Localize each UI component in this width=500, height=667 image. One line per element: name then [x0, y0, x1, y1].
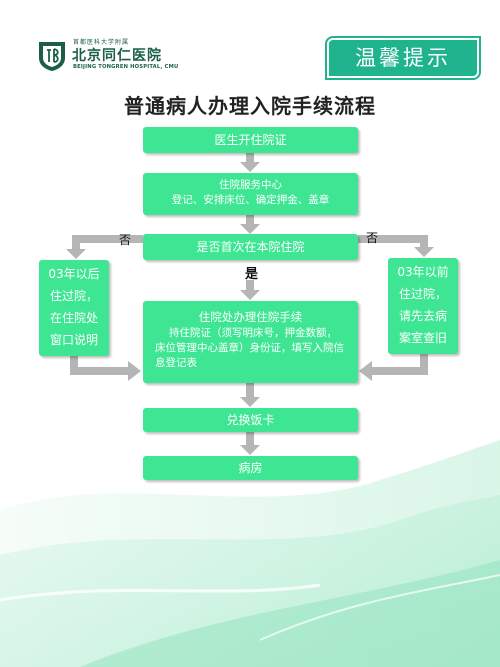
step-admission-service-center: 住院服务中心 登记、安排床位、确定押金、盖章: [143, 173, 358, 215]
decision-first-admission: 是否首次在本院住院: [143, 234, 358, 260]
hospital-logo: 首都医科大学附属 北京同仁医院 BEIJING TONGREN HOSPITAL…: [37, 36, 179, 76]
step2-detail: 登记、安排床位、确定押金、盖章: [171, 194, 330, 206]
logo-affiliation-text: 首都医科大学附属: [73, 39, 130, 46]
arrow-down-1: [240, 153, 260, 172]
arrow-left-branch: [66, 235, 143, 259]
tongren-badge-icon: [39, 42, 65, 71]
page-title: 普通病人办理入院手续流程: [124, 94, 376, 118]
note-right-before-2003: 03年以前 住过院， 请先去病 案室查旧: [388, 258, 458, 354]
note-right-line: 案室查旧: [398, 331, 447, 345]
note-right-line: 请先去病: [398, 309, 447, 323]
note-left-line: 窗口说明: [49, 333, 98, 347]
arrow-down-2: [240, 215, 260, 234]
label-no-right: 否: [366, 231, 379, 245]
note-left-after-2003: 03年以后 住过院， 在住院处 窗口说明: [39, 260, 109, 356]
arrow-down-4: [240, 383, 260, 407]
step3-detail: 持住院证（须写明床号，押金数额，床位管理中心盖章）身份证，填写入院信息登记表: [155, 327, 344, 369]
step-ward: 病房: [143, 456, 358, 480]
step-meal-card: 兑换饭卡: [143, 408, 358, 432]
step-admission-office: 住院处办理住院手续 持住院证（须写明床号，押金数额，床位管理中心盖章）身份证，填…: [143, 301, 358, 383]
arrow-down-5: [240, 432, 260, 455]
logo-hospital-name-en: BEIJING TONGREN HOSPITAL, CMU: [73, 64, 179, 70]
arrow-right-to-step: [359, 354, 428, 381]
note-right-line: 03年以前: [397, 265, 449, 279]
logo-hospital-name: 北京同仁医院: [72, 48, 162, 64]
note-left-line: 在住院处: [49, 311, 98, 325]
step2-title: 住院服务中心: [219, 179, 282, 191]
note-right-line: 住过院，: [398, 287, 447, 301]
step3-title: 住院处办理住院手续: [198, 310, 303, 324]
notice-banner: 温馨提示: [327, 38, 479, 78]
step-doctor-admission-certificate: 医生开住院证: [143, 127, 358, 153]
arrow-right-branch: [358, 235, 434, 257]
label-yes: 是: [245, 267, 259, 282]
label-no-left: 否: [119, 233, 132, 247]
arrow-left-to-step: [70, 356, 141, 381]
note-left-line: 03年以后: [48, 267, 100, 281]
arrow-down-3: [240, 280, 260, 300]
note-left-line: 住过院，: [49, 289, 98, 303]
